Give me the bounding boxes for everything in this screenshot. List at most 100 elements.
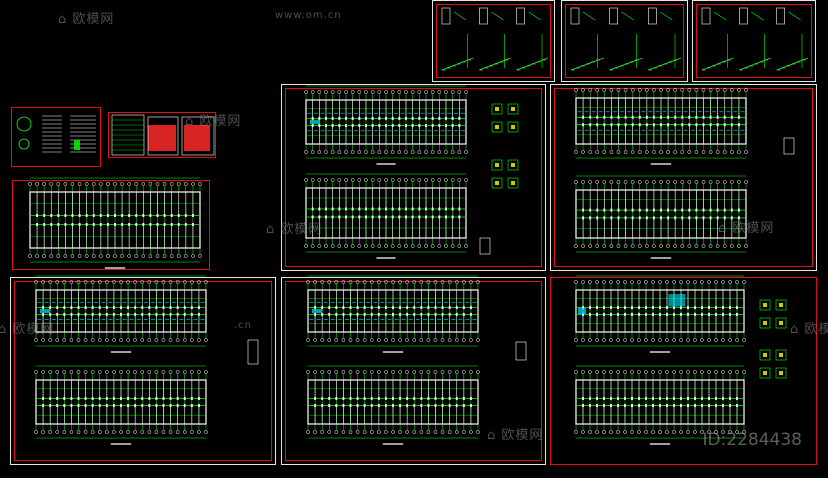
- column: [377, 404, 380, 408]
- axis-bubble: [737, 150, 741, 154]
- axis-bubble: [119, 370, 123, 374]
- column: [438, 124, 441, 128]
- axis-bubble: [348, 370, 353, 374]
- column-section-fill: [779, 353, 783, 357]
- axis-bubble: [189, 280, 194, 284]
- axis-bubble: [744, 150, 748, 154]
- column: [392, 306, 394, 310]
- column: [50, 222, 53, 226]
- column: [445, 215, 447, 219]
- axis-bubble: [317, 90, 322, 94]
- axis-bubble: [447, 370, 452, 374]
- column: [722, 306, 724, 310]
- axis-bubble: [672, 338, 676, 342]
- axis-bubble: [189, 370, 194, 374]
- column: [98, 312, 101, 316]
- axis-bubble: [602, 338, 606, 342]
- column: [722, 404, 724, 408]
- axis-bubble: [595, 244, 600, 248]
- column: [311, 207, 314, 211]
- column: [197, 404, 200, 408]
- column: [184, 214, 187, 218]
- axis-bubble: [390, 150, 395, 154]
- column: [358, 116, 361, 120]
- column: [314, 404, 317, 408]
- axis-bubble: [672, 430, 676, 434]
- column: [645, 216, 648, 220]
- column: [688, 115, 691, 119]
- column: [351, 116, 354, 120]
- stair-flight: [528, 11, 541, 21]
- column: [163, 214, 166, 218]
- axis-bubble: [384, 280, 388, 284]
- column: [638, 216, 641, 220]
- column: [589, 123, 592, 127]
- axis-bubble: [742, 370, 746, 374]
- column: [645, 312, 647, 316]
- column: [455, 306, 458, 310]
- column: [674, 123, 677, 127]
- axis-bubble: [609, 370, 613, 374]
- axis-bubble: [623, 370, 627, 374]
- axis-bubble: [430, 244, 435, 248]
- column: [342, 404, 345, 408]
- column: [371, 116, 374, 120]
- column-detail: [759, 367, 771, 379]
- axis-bubble: [686, 338, 690, 342]
- column: [112, 306, 115, 310]
- column-section-fill: [763, 321, 767, 325]
- axis-bubble: [461, 338, 466, 342]
- axis-bubble: [34, 430, 38, 434]
- axis-bubble: [623, 88, 628, 92]
- axis-bubble: [112, 280, 116, 284]
- axis-bubble: [419, 430, 424, 434]
- axis-bubble: [651, 280, 655, 284]
- column: [681, 216, 684, 220]
- column: [36, 214, 39, 218]
- axis-bubble: [602, 430, 606, 434]
- column: [162, 404, 165, 408]
- axis-bubble: [665, 430, 669, 434]
- axis-bubble: [450, 150, 455, 154]
- column: [462, 404, 465, 408]
- axis-bubble: [377, 90, 382, 94]
- axis-bubble: [344, 244, 348, 248]
- axis-bubble: [324, 244, 328, 248]
- column: [371, 207, 374, 211]
- axis-bubble: [469, 430, 473, 434]
- column: [356, 404, 359, 408]
- axis-bubble: [679, 370, 683, 374]
- axis-bubble: [454, 280, 459, 284]
- column: [730, 208, 733, 212]
- axis-bubble: [355, 338, 360, 342]
- axis-bubble: [666, 244, 670, 248]
- column: [638, 404, 640, 408]
- column: [582, 115, 585, 119]
- column: [56, 306, 59, 310]
- column: [112, 312, 115, 316]
- axis-bubble: [69, 430, 74, 434]
- column: [674, 216, 677, 220]
- column: [451, 124, 454, 128]
- column: [631, 115, 634, 119]
- axis-bubble: [729, 88, 734, 92]
- axis-bubble: [119, 430, 123, 434]
- axis-bubble: [364, 244, 368, 248]
- axis-bubble: [55, 430, 60, 434]
- schedule-red-block: [148, 125, 176, 151]
- column: [582, 396, 584, 400]
- sheet-stair-detail-2: [561, 0, 688, 82]
- axis-bubble: [430, 178, 435, 182]
- column: [85, 222, 88, 226]
- axis-bubble: [433, 338, 438, 342]
- axis-bubble: [90, 370, 95, 374]
- axis-bubble: [714, 338, 718, 342]
- axis-bubble: [310, 150, 315, 154]
- column: [729, 404, 731, 408]
- column: [687, 404, 689, 408]
- column: [49, 312, 52, 316]
- column: [335, 312, 338, 316]
- axis-bubble: [630, 180, 635, 184]
- column: [391, 207, 394, 211]
- column: [631, 404, 633, 408]
